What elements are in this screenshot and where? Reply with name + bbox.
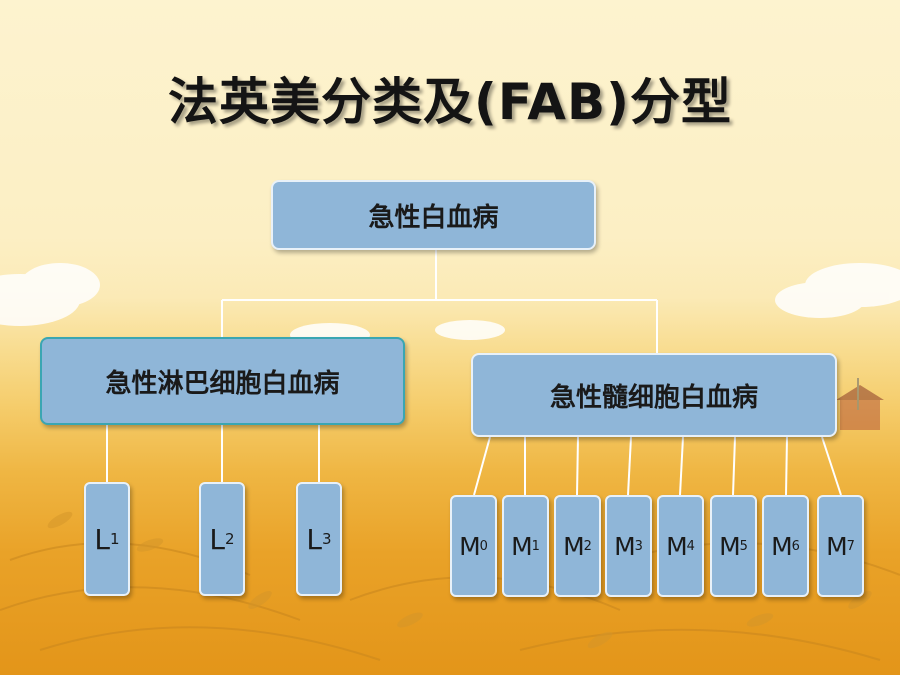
branch-node-lymphoblastic: 急性淋巴细胞白血病 — [40, 337, 405, 425]
leaf-subscript: 3 — [322, 530, 332, 548]
slide-title: 法英美分类及(FAB)分型 — [168, 73, 732, 131]
leaf-subscript: 1 — [110, 530, 120, 548]
leaf-subscript: 7 — [846, 538, 855, 554]
leaf-letter: M — [666, 531, 688, 561]
leaf-letter: M — [614, 531, 636, 561]
leaf-subscript: 5 — [739, 538, 748, 554]
leaf-letter: L — [94, 522, 111, 556]
leaf-subscript: 1 — [531, 538, 540, 554]
leaf-subscript: 0 — [479, 538, 488, 554]
leaf-letter: M — [511, 531, 533, 561]
leaf-letter: M — [563, 531, 585, 561]
root-node: 急性白血病 — [271, 180, 596, 250]
branch-node-myeloid: 急性髓细胞白血病 — [471, 353, 837, 437]
leaf-letter: M — [771, 531, 793, 561]
leaf-letter: M — [459, 531, 481, 561]
leaf-letter: L — [209, 522, 226, 556]
leaf-subscript: 2 — [583, 538, 592, 554]
leaf-letter: L — [306, 522, 323, 556]
leaf-subscript: 6 — [791, 538, 800, 554]
leaf-subscript: 4 — [686, 538, 695, 554]
leaf-letter: M — [826, 531, 848, 561]
leaf-letter: M — [719, 531, 741, 561]
leaf-subscript: 3 — [634, 538, 643, 554]
leaf-subscript: 2 — [225, 530, 235, 548]
